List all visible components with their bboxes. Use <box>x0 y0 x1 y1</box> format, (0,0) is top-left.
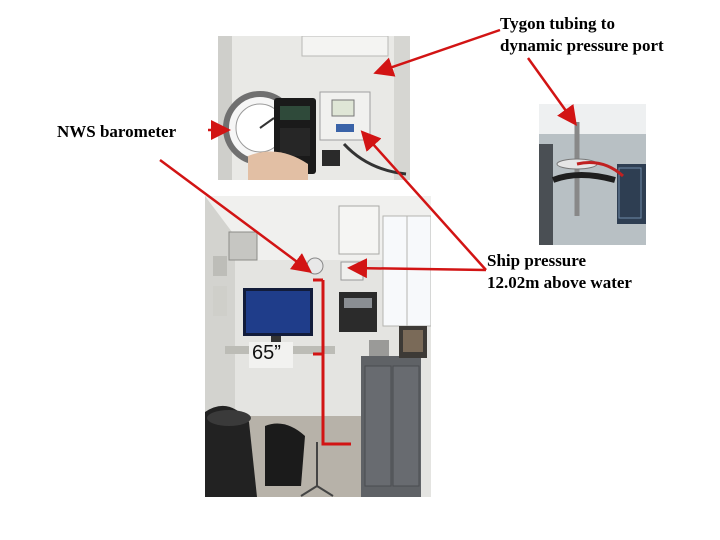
nws-barometer-label: NWS barometer <box>57 122 177 141</box>
tygon-label: Tygon tubing to dynamic pressure port <box>500 13 664 57</box>
tygon-label-line2: dynamic pressure port <box>500 36 664 55</box>
ship-pressure-label: Ship pressure 12.02m above water <box>487 250 632 294</box>
ship-pressure-line1: Ship pressure <box>487 251 587 270</box>
ship-room-photo <box>205 196 431 497</box>
barometer-photo <box>218 36 410 180</box>
height-measurement-label: 65” <box>252 342 281 364</box>
tygon-label-line1: Tygon tubing to <box>500 14 615 33</box>
pressure-port-photo <box>539 104 646 245</box>
ship-pressure-line2: 12.02m above water <box>487 273 632 292</box>
